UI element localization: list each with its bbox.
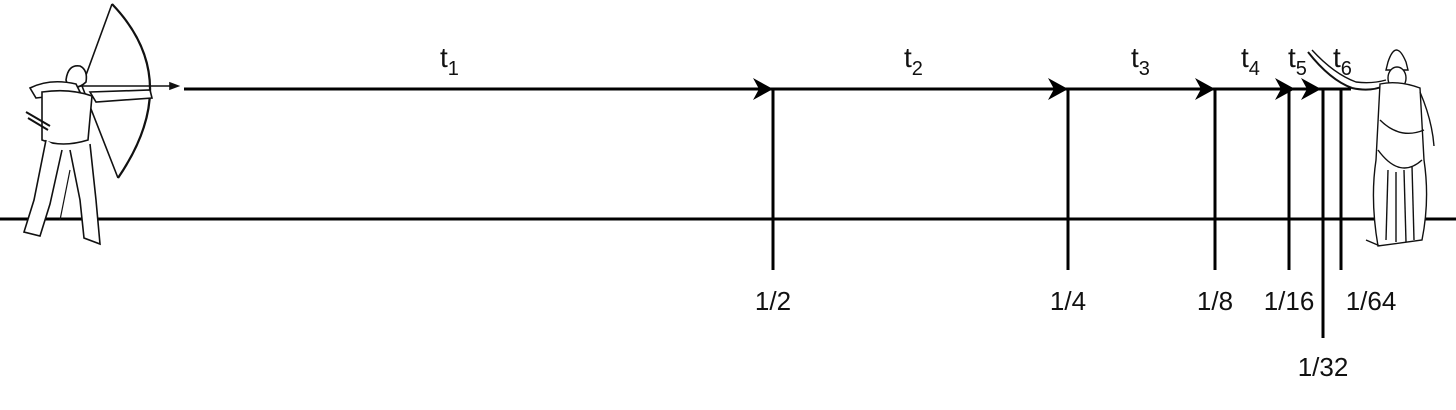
segment-label-t3: t3 <box>1131 42 1150 80</box>
arrowhead-5 <box>1301 78 1321 100</box>
tick-label-1-4: 1/4 <box>1050 286 1086 316</box>
arrowhead-2 <box>1048 78 1068 100</box>
segment-label-t4: t4 <box>1241 42 1260 80</box>
segment-label-t5: t5 <box>1288 42 1307 80</box>
arrowhead-4 <box>1275 78 1295 100</box>
segment-label-t6: t6 <box>1333 42 1352 80</box>
tick-label-1-16: 1/16 <box>1264 286 1315 316</box>
arrowhead-3 <box>1195 78 1215 100</box>
segment-label-t1: t1 <box>440 42 459 80</box>
tick-label-1-2: 1/2 <box>755 286 791 316</box>
tick-label-1-8: 1/8 <box>1197 286 1233 316</box>
archer-icon <box>22 3 181 246</box>
segment-label-t2: t2 <box>904 42 923 80</box>
athena-statue-icon <box>1307 49 1435 247</box>
tick-label-1-32: 1/32 <box>1298 352 1349 382</box>
tick-label-1-64: 1/64 <box>1346 286 1397 316</box>
arrowhead-1 <box>753 78 773 100</box>
